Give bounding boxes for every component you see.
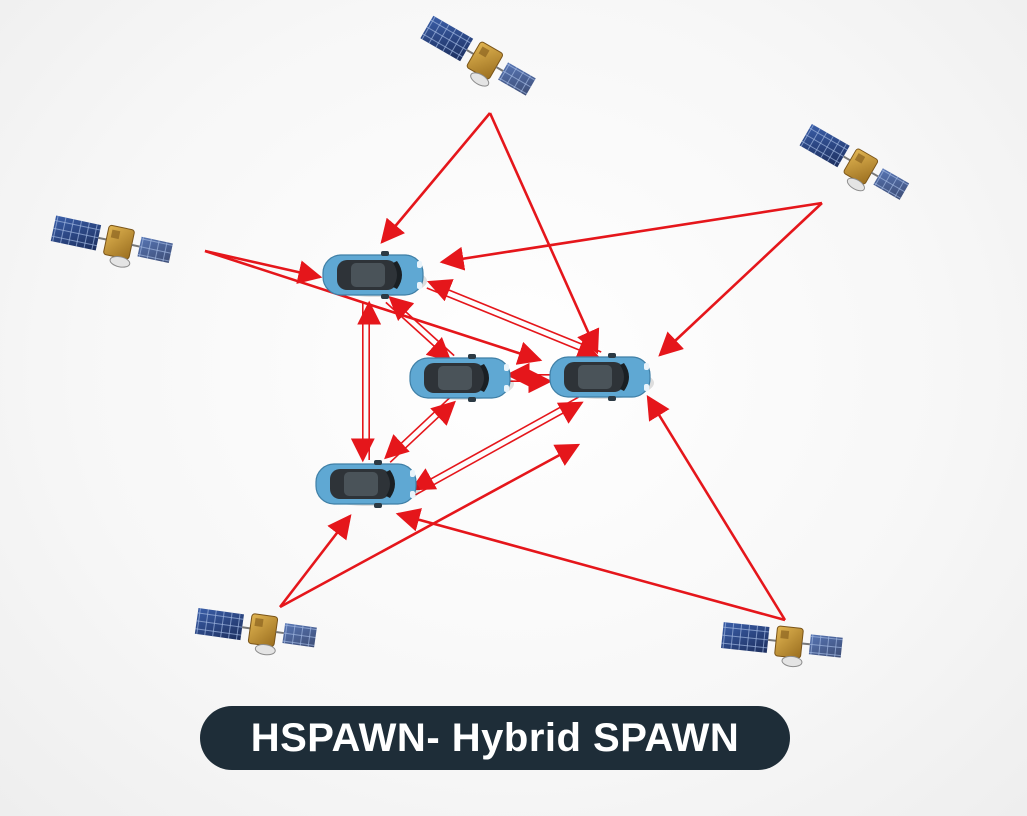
sat-bottom-right: [721, 622, 843, 668]
satellite-link-sat-right-to-car-right: [658, 202, 823, 357]
car-top-left: [322, 251, 427, 299]
satellite-link-sat-top-to-car-top-left: [380, 112, 491, 244]
satellite-link-sat-top-to-car-right: [488, 112, 600, 355]
satellite-link-sat-left-to-car-top-left: [204, 249, 323, 284]
sat-bottom-left: [194, 607, 317, 656]
satellite-link-sat-bottom-left-to-car-right: [279, 443, 581, 609]
satellite-link-sat-right-to-car-top-left: [439, 201, 823, 271]
sat-top: [420, 15, 536, 96]
sat-right: [799, 123, 910, 200]
car-bottom-left: [315, 460, 420, 508]
v2v-link-car-center-car-right: [505, 362, 553, 394]
links-layer: [204, 112, 823, 622]
car-right: [549, 353, 654, 401]
satellites-layer: [50, 15, 910, 668]
v2v-link-car-top-left-car-bottom-left: [350, 300, 382, 463]
satellite-link-sat-bottom-left-to-car-bottom-left: [278, 514, 352, 608]
sat-left: [50, 215, 173, 268]
v2v-link-car-top-left-car-right: [426, 279, 602, 361]
vehicles-layer: [315, 251, 654, 508]
v2v-link-car-top-left-car-center: [385, 296, 455, 362]
diagram-caption: HSPAWN- Hybrid SPAWN: [200, 706, 790, 770]
satellite-link-sat-bottom-right-to-car-bottom-left: [395, 508, 786, 622]
satellite-link-sat-bottom-right-to-car-right: [646, 394, 787, 621]
car-center: [409, 354, 514, 402]
v2v-link-car-center-car-bottom-left: [384, 397, 456, 463]
v2v-link-car-bottom-left-car-right: [410, 396, 584, 496]
